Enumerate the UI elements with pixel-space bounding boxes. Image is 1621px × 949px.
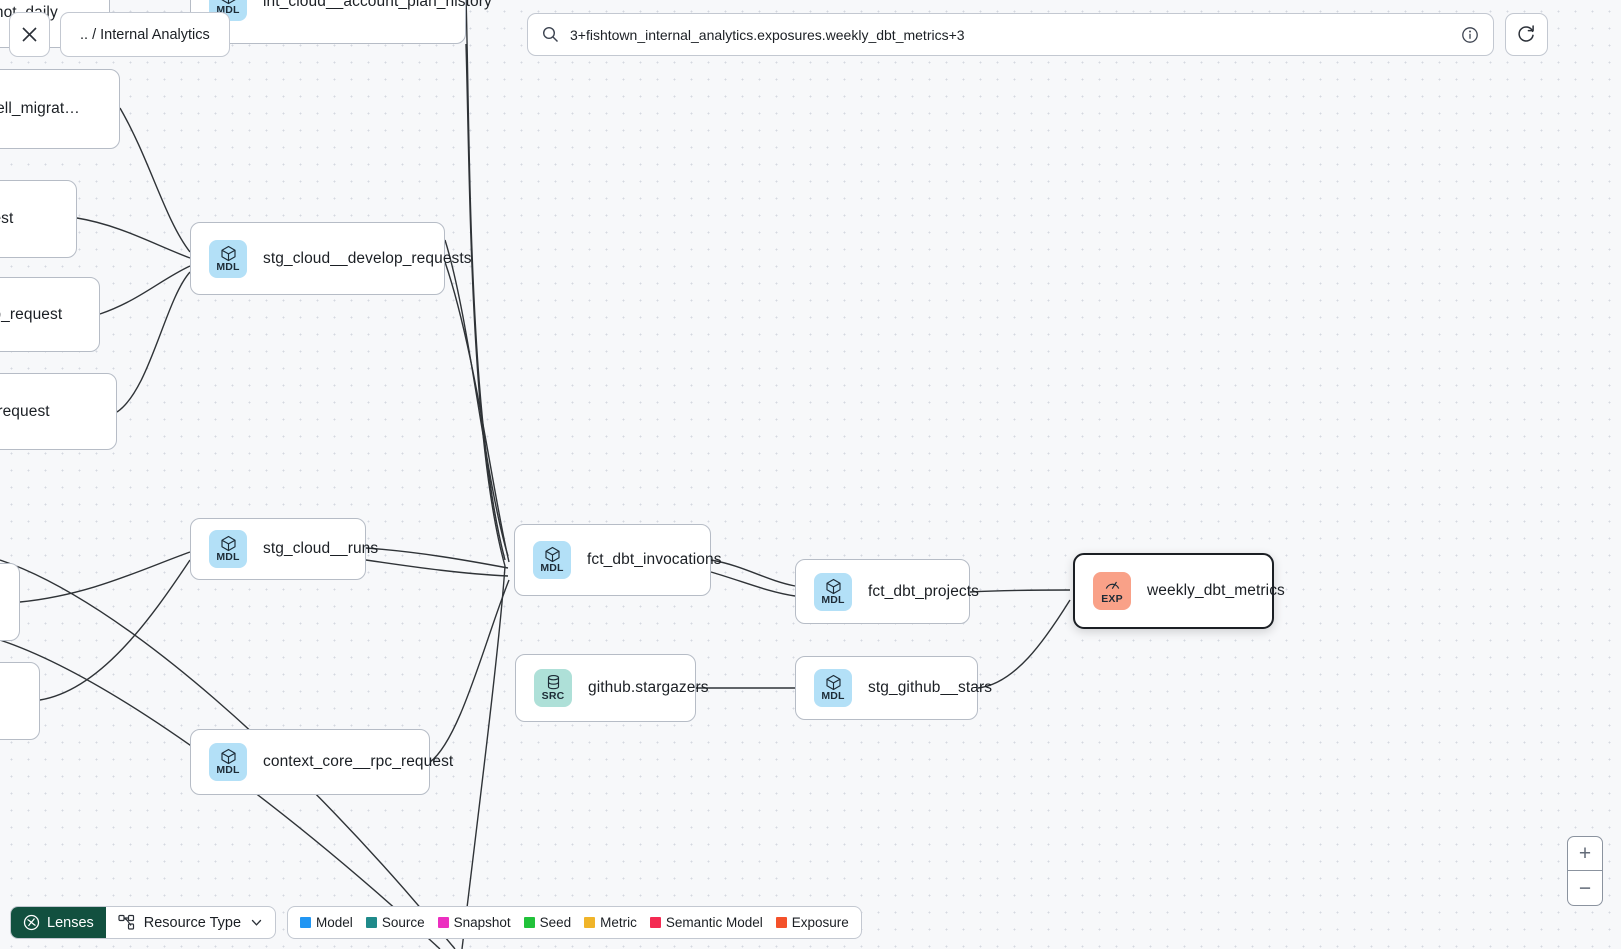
lineage-node[interactable]: MDLmulticell_migrat… [0,69,120,149]
legend-label: Semantic Model [665,915,763,930]
node-label: fct_dbt_invocations [587,551,722,568]
node-type-badge-src: SRC [534,669,572,707]
breadcrumb-label: .. / Internal Analytics [80,26,210,43]
lineage-node[interactable]: MDL…velop_request [0,277,100,352]
chevron-down-icon [251,919,262,926]
node-label: stg_github__stars [868,679,993,696]
close-icon [22,27,37,42]
node-type-badge-mdl: MDL [814,669,852,707]
node-type-badge-mdl: MDL [814,572,852,611]
legend-item[interactable]: Snapshot [437,915,511,930]
lineage-search-bar[interactable] [527,13,1494,56]
search-icon [542,26,558,42]
lenses-button[interactable]: Lenses [11,907,106,938]
zoom-out-button[interactable]: − [1578,876,1592,900]
lineage-node[interactable]: MDL stg_github__stars [795,656,992,720]
resource-type-label: Resource Type [143,914,242,931]
node-label: multicell_migrat… [0,100,80,117]
search-input[interactable] [570,26,1450,43]
node-label: stg_cloud__runs [263,540,379,557]
legend-swatch [437,917,449,928]
legend-item[interactable]: Semantic Model [649,915,763,930]
node-label: github.stargazers [588,679,709,696]
lineage-node[interactable]: MDL context_core__rpc_request [190,729,453,795]
lenses-group: Lenses Resource Type [10,906,277,939]
lineage-node[interactable]: SRC github.stargazers [515,654,709,722]
node-label: int_cloud__account_plan_history [263,0,492,10]
legend-label: Seed [539,915,572,930]
node-type-badge-mdl: MDL [209,743,247,781]
node-label: …p_request [0,210,14,227]
lineage-node[interactable]: MDL…n [0,563,20,641]
legend-item[interactable]: Exposure [775,915,849,930]
resource-type-dropdown[interactable]: Resource Type [106,907,275,938]
node-type-badge-mdl: MDL [209,239,247,278]
node-type-badge-mdl: MDL [533,541,571,579]
refresh-icon [1518,25,1534,42]
legend-swatch [300,917,312,928]
lens-icon [23,914,40,931]
zoom-controls[interactable]: + − [1567,836,1603,906]
bottom-toolbar: Lenses Resource Type Model Source Snapshot… [10,906,862,939]
lineage-node[interactable]: MDL stg_cloud__develop_requests [190,222,472,295]
lineage-node[interactable]: EXP weekly_dbt_metrics [1073,553,1285,629]
lenses-label: Lenses [47,914,94,931]
node-label: …develop_request [0,402,50,420]
legend-label: Source [381,915,425,930]
legend-swatch [775,917,787,928]
zoom-in-button[interactable]: + [1568,837,1602,871]
breadcrumb[interactable]: .. / Internal Analytics [60,12,230,57]
legend-item[interactable]: Source [365,915,425,930]
legend-swatch [649,917,661,928]
node-label: …velop_request [0,305,63,323]
info-circle-icon[interactable] [1461,26,1479,44]
resource-type-icon [118,914,134,930]
node-label: stg_cloud__develop_requests [263,249,472,267]
legend-swatch [523,917,535,928]
node-label: context_core__rpc_request [263,753,454,770]
refresh-button[interactable] [1505,13,1548,56]
legend-item[interactable]: Model [300,915,353,930]
legend-swatch [584,917,596,928]
lineage-node[interactable]: MDL…develop_request [0,373,117,450]
legend-label: Model [316,915,353,930]
node-type-badge-exp: EXP [1093,572,1131,610]
lineage-node[interactable]: MDL…p_request [0,180,77,258]
legend-label: Exposure [791,915,849,930]
lineage-node[interactable]: MDL fct_dbt_projects [795,559,979,624]
lineage-node[interactable]: MDL stg_cloud__runs [190,518,378,580]
legend-item[interactable]: Seed [523,915,572,930]
resource-type-legend: Model Source Snapshot Seed Metric Semantic Mo… [287,906,862,939]
legend-swatch [365,917,377,928]
node-type-badge-mdl: MDL [209,530,247,568]
lineage-node[interactable]: MDL….run [0,662,40,740]
legend-label: Snapshot [453,915,511,930]
close-button[interactable] [9,12,50,57]
legend-label: Metric [600,915,637,930]
node-label: weekly_dbt_metrics [1147,582,1285,599]
node-label: fct_dbt_projects [868,582,980,600]
legend-item[interactable]: Metric [584,915,637,930]
lineage-node[interactable]: MDL fct_dbt_invocations [514,524,722,596]
